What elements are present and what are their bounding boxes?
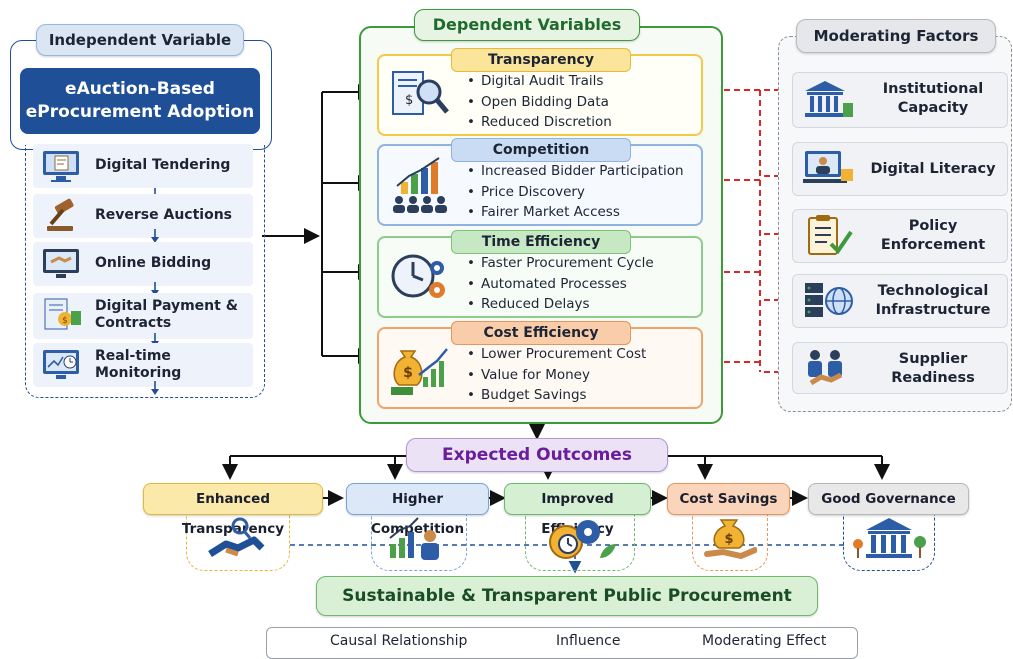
dv-bullet: Lower Procurement Cost <box>467 344 646 365</box>
moderating-factors-header: Moderating Factors <box>796 19 996 53</box>
iv-item-label-line2: Contracts <box>95 315 172 331</box>
government-building-icon <box>853 518 926 558</box>
dv-title: Competition <box>451 138 631 162</box>
dv-bullets: Digital Audit Trails Open Bidding Data R… <box>467 71 612 133</box>
dv-bullet: Reduced Discretion <box>467 112 612 133</box>
document-magnifier-icon: $ <box>392 71 449 115</box>
dv-bullet: Faster Procurement Cycle <box>467 253 654 274</box>
outcome-higher-competition[interactable]: Higher Competition <box>346 483 489 537</box>
iv-title-line1: eAuction-Based <box>65 79 215 99</box>
iv-items-panel <box>25 145 265 398</box>
chart-person-icon <box>389 517 439 560</box>
iv-item-label: Real-time Monitoring <box>95 347 182 382</box>
dv-box-competition: Competition Increased Bidder Participati… <box>377 138 703 226</box>
independent-variable-header: Independent Variable <box>36 24 244 56</box>
payment-document-icon: $ <box>44 298 81 330</box>
final-outcome-banner: Sustainable & Transparent Public Procure… <box>316 576 818 616</box>
dv-bullet: Reduced Delays <box>467 294 654 315</box>
dependent-variables-header: Dependent Variables <box>414 9 640 41</box>
iv-item-reverse-auctions[interactable]: Reverse Auctions <box>33 194 253 238</box>
down-arrow-icon <box>151 381 159 395</box>
svg-text:$: $ <box>724 532 733 547</box>
clock-gears-icon <box>391 254 445 298</box>
gears-clock-icon <box>549 520 616 559</box>
business-handshake-icon <box>808 350 843 386</box>
expected-outcomes-header: Expected Outcomes <box>406 438 668 472</box>
mf-label-line2: Infrastructure <box>875 302 991 318</box>
oc-icon-frame <box>843 514 935 571</box>
iv-title-line2: eProcurement Adoption <box>25 102 255 122</box>
iv-item-digital-payment-contracts[interactable]: $ Digital Payment &Contracts <box>33 293 253 339</box>
dv-box-transparency: Transparency $ Digital Audit Trails Open… <box>377 48 703 136</box>
gavel-icon <box>47 198 74 231</box>
svg-text:$: $ <box>62 316 68 326</box>
mf-label-line1: Institutional <box>882 81 984 98</box>
mf-item-label: Policy Enforcement <box>880 218 986 253</box>
mf-label-line2: Capacity <box>897 100 969 116</box>
oc-icon-frame <box>692 514 768 571</box>
monitor-clock-icon <box>43 350 79 379</box>
iv-title-box: eAuction-Based eProcurement Adoption <box>20 68 260 134</box>
person-computer-icon <box>803 151 853 183</box>
outcome-improved-efficiency[interactable]: Improved Efficiency <box>504 483 651 537</box>
dv-bullets: Faster Procurement Cycle Automated Proce… <box>467 253 654 315</box>
dv-bullet: Digital Audit Trails <box>467 71 612 92</box>
mf-item-label: Supplier Readiness <box>891 351 975 386</box>
iv-item-digital-tendering[interactable]: Digital Tendering <box>33 144 253 188</box>
legend-influence-label: Influence <box>556 633 621 649</box>
iv-item-label: Digital Tendering <box>95 157 231 174</box>
mf-item-label: Digital Literacy <box>870 160 996 177</box>
monitor-handshake-icon <box>43 249 79 278</box>
computer-document-icon <box>43 151 79 182</box>
hand-money-bag-icon: $ <box>704 519 757 560</box>
dv-bullet: Increased Bidder Participation <box>467 161 684 182</box>
outcome-good-governance[interactable]: Good Governance <box>808 483 969 515</box>
dv-bullet: Fairer Market Access <box>467 202 684 223</box>
oc-icon-frame <box>525 514 635 571</box>
oc-icon-frame <box>371 514 467 571</box>
outcome-enhanced-transparency[interactable]: Enhanced Transparency <box>143 483 323 537</box>
mf-item-supplier-readiness[interactable]: Supplier Readiness <box>792 342 1008 394</box>
institution-building-icon <box>805 81 853 117</box>
legend-causal-label: Causal Relationship <box>330 633 468 649</box>
svg-text:$: $ <box>405 93 413 108</box>
dv-bullet: Budget Savings <box>467 385 646 406</box>
dv-bullet: Price Discovery <box>467 182 684 203</box>
money-bag-chart-icon: $ <box>391 348 448 395</box>
iv-item-label: Reverse Auctions <box>95 207 233 224</box>
dv-title: Transparency <box>451 48 631 72</box>
down-arrow-icon <box>151 229 159 243</box>
dv-title: Time Efficiency <box>451 230 631 254</box>
iv-item-online-bidding[interactable]: Online Bidding <box>33 242 253 286</box>
legend-moderating-label: Moderating Effect <box>702 633 827 649</box>
mf-item-policy-enforcement[interactable]: Policy Enforcement <box>792 209 1008 263</box>
mf-label-line1: Technological <box>877 283 989 300</box>
oc-icon-frame <box>186 514 290 571</box>
dv-bullets: Increased Bidder Participation Price Dis… <box>467 161 684 223</box>
dv-bullet: Value for Money <box>467 365 646 386</box>
dv-title: Cost Efficiency <box>451 321 631 345</box>
dv-box-time-efficiency: Time Efficiency Faster Procurement Cycle… <box>377 230 703 318</box>
causal-arrows-iv-to-dv <box>262 84 374 364</box>
svg-text:$: $ <box>403 365 413 381</box>
dv-box-cost-efficiency: Cost Efficiency $ Lower Procurement Cost… <box>377 321 703 409</box>
mf-item-digital-literacy[interactable]: Digital Literacy <box>792 142 1008 196</box>
iv-item-label: Digital Payment &Contracts <box>95 293 238 337</box>
iv-item-label-line1: Digital Payment & <box>95 297 238 314</box>
bar-chart-people-icon <box>393 157 447 213</box>
dv-bullets: Lower Procurement Cost Value for Money B… <box>467 344 646 406</box>
iv-item-real-time-monitoring[interactable]: Real-time Monitoring <box>33 343 253 387</box>
server-globe-icon <box>805 283 853 317</box>
dv-bullet: Open Bidding Data <box>467 92 612 113</box>
checklist-clipboard-icon <box>808 215 853 255</box>
iv-item-label: Online Bidding <box>95 255 212 272</box>
handshake-magnifier-icon <box>208 517 265 557</box>
outcome-cost-savings[interactable]: Cost Savings <box>667 483 790 515</box>
dv-bullet: Automated Processes <box>467 274 654 295</box>
